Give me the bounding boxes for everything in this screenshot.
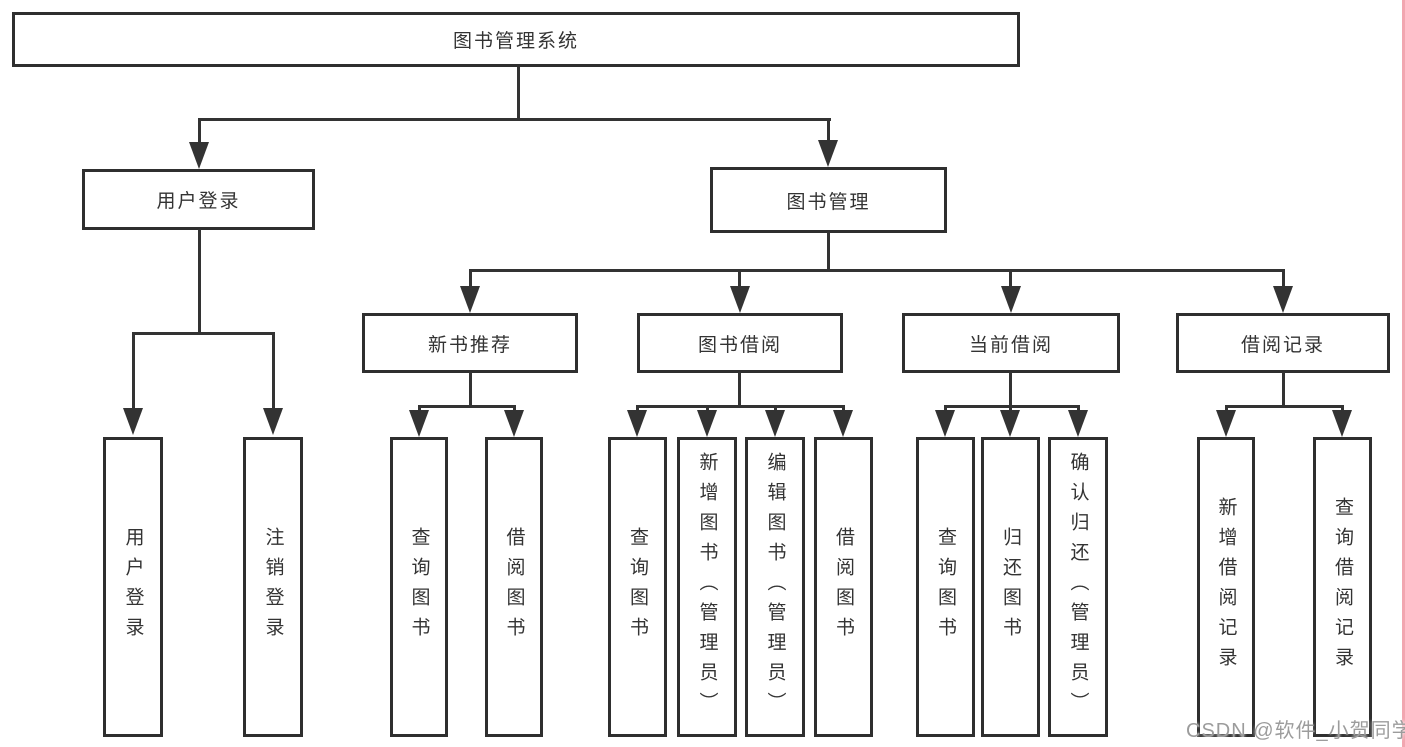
- connector-drop-leaf: [774, 405, 777, 413]
- leaf-nb-borrow-book: 借阅图书: [485, 437, 543, 737]
- arrow-down-icon: [1273, 286, 1293, 313]
- node-book-management: 图书管理: [710, 167, 947, 233]
- leaf-cb-return-book: 归还图书: [981, 437, 1040, 737]
- arrow-down-icon: [627, 410, 647, 437]
- arrow-down-icon: [765, 410, 785, 437]
- node-book-borrow-label: 图书借阅: [697, 334, 782, 356]
- arrow-down-icon: [1000, 410, 1020, 437]
- arrow-down-icon: [1332, 410, 1352, 437]
- connector-drop-leaf: [842, 405, 845, 413]
- connector-drop-user-login: [198, 118, 201, 145]
- arrow-down-icon: [730, 286, 750, 313]
- leaf-cb-confirm-return-admin: 确认归还（管理员）: [1048, 437, 1108, 737]
- arrow-down-icon: [833, 410, 853, 437]
- arrow-down-icon: [460, 286, 480, 313]
- connector-records-stem: [1282, 372, 1285, 408]
- arrow-down-icon: [504, 410, 524, 437]
- arrow-down-icon: [935, 410, 955, 437]
- arrow-down-icon: [1068, 410, 1088, 437]
- arrow-down-icon: [818, 140, 838, 167]
- leaf-cb-query-book: 查询图书: [916, 437, 975, 737]
- connector-drop-leaf: [1225, 405, 1228, 413]
- node-book-borrow: 图书借阅: [637, 313, 843, 373]
- leaf-logout: 注销登录: [243, 437, 303, 737]
- connector-drop-leaf: [944, 405, 947, 413]
- connector-user-login-stem: [198, 229, 201, 335]
- connector-drop-level2: [1009, 269, 1012, 287]
- leaf-cb-confirm-return-admin-label: 确认归还（管理员）: [1067, 452, 1089, 722]
- node-new-book-recommend: 新书推荐: [362, 313, 578, 373]
- connector-new-book-branch: [418, 405, 516, 408]
- connector-drop-level2: [1282, 269, 1285, 287]
- connector-drop-leaf: [706, 405, 709, 413]
- connector-book-borrow-stem: [738, 372, 741, 408]
- leaf-cb-return-book-label: 归还图书: [1000, 527, 1021, 647]
- leaf-bb-edit-book-admin-label: 编辑图书（管理员）: [764, 452, 786, 722]
- connector-current-borrow-stem: [1009, 372, 1012, 408]
- node-root: 图书管理系统: [12, 12, 1020, 67]
- leaf-nb-query-book: 查询图书: [390, 437, 448, 737]
- right-edge-strip: [1402, 0, 1405, 747]
- leaf-bb-query-book: 查询图书: [608, 437, 667, 737]
- arrow-down-icon: [409, 410, 429, 437]
- connector-drop-leaf: [636, 405, 639, 413]
- node-book-management-label: 图书管理: [786, 191, 871, 213]
- connector-drop-leaf: [1077, 405, 1080, 413]
- node-borrow-records: 借阅记录: [1176, 313, 1390, 373]
- leaf-nb-borrow-book-label: 借阅图书: [503, 527, 525, 647]
- node-user-login: 用户登录: [82, 169, 315, 230]
- arrow-down-icon: [123, 408, 143, 435]
- connector-drop-level2: [738, 269, 741, 287]
- connector-drop-leaf: [418, 405, 421, 413]
- arrow-down-icon: [697, 410, 717, 437]
- leaf-nb-query-book-label: 查询图书: [408, 527, 430, 647]
- connector-user-login-branch: [132, 332, 275, 335]
- connector-drop-leaf: [1009, 405, 1012, 413]
- connector-drop-leaf: [272, 332, 275, 409]
- leaf-rec-query-record-label: 查询借阅记录: [1332, 497, 1353, 677]
- leaf-bb-add-book-admin-label: 新增图书（管理员）: [696, 452, 718, 722]
- connector-drop-leaf: [132, 332, 135, 409]
- leaf-cb-query-book-label: 查询图书: [935, 527, 956, 647]
- arrow-down-icon: [189, 142, 209, 169]
- leaf-bb-edit-book-admin: 编辑图书（管理员）: [745, 437, 805, 737]
- leaf-bb-borrow-book: 借阅图书: [814, 437, 873, 737]
- node-user-login-label: 用户登录: [156, 191, 241, 212]
- connector-root-branch: [198, 118, 831, 121]
- arrow-down-icon: [263, 408, 283, 435]
- connector-current-borrow-branch: [944, 405, 1080, 408]
- leaf-rec-add-record: 新增借阅记录: [1197, 437, 1255, 737]
- leaf-user-login-label: 用户登录: [122, 527, 144, 647]
- leaf-logout-label: 注销登录: [262, 527, 284, 647]
- leaf-bb-query-book-label: 查询图书: [627, 527, 648, 647]
- leaf-rec-add-record-label: 新增借阅记录: [1215, 497, 1237, 677]
- node-borrow-records-label: 借阅记录: [1240, 334, 1325, 356]
- connector-root-stem: [517, 67, 520, 119]
- connector-records-branch: [1225, 405, 1344, 408]
- leaf-bb-borrow-book-label: 借阅图书: [833, 527, 854, 647]
- node-current-borrow-label: 当前借阅: [968, 334, 1053, 356]
- leaf-bb-add-book-admin: 新增图书（管理员）: [677, 437, 737, 737]
- arrow-down-icon: [1216, 410, 1236, 437]
- node-new-book-recommend-label: 新书推荐: [427, 334, 512, 356]
- connector-book-management-stem: [827, 232, 830, 272]
- connector-drop-leaf: [513, 405, 516, 413]
- connector-new-book-stem: [469, 372, 472, 408]
- arrow-down-icon: [1001, 286, 1021, 313]
- leaf-user-login: 用户登录: [103, 437, 163, 737]
- connector-drop-book-management: [827, 118, 830, 143]
- connector-book-borrow-branch: [636, 405, 845, 408]
- connector-book-management-branch: [469, 269, 1285, 272]
- connector-drop-leaf: [1341, 405, 1344, 413]
- node-current-borrow: 当前借阅: [902, 313, 1120, 373]
- node-root-label: 图书管理系统: [452, 31, 579, 52]
- leaf-rec-query-record: 查询借阅记录: [1313, 437, 1372, 737]
- connector-drop-level2: [469, 269, 472, 287]
- watermark: CSDN @软件_小贺同学: [1186, 720, 1405, 742]
